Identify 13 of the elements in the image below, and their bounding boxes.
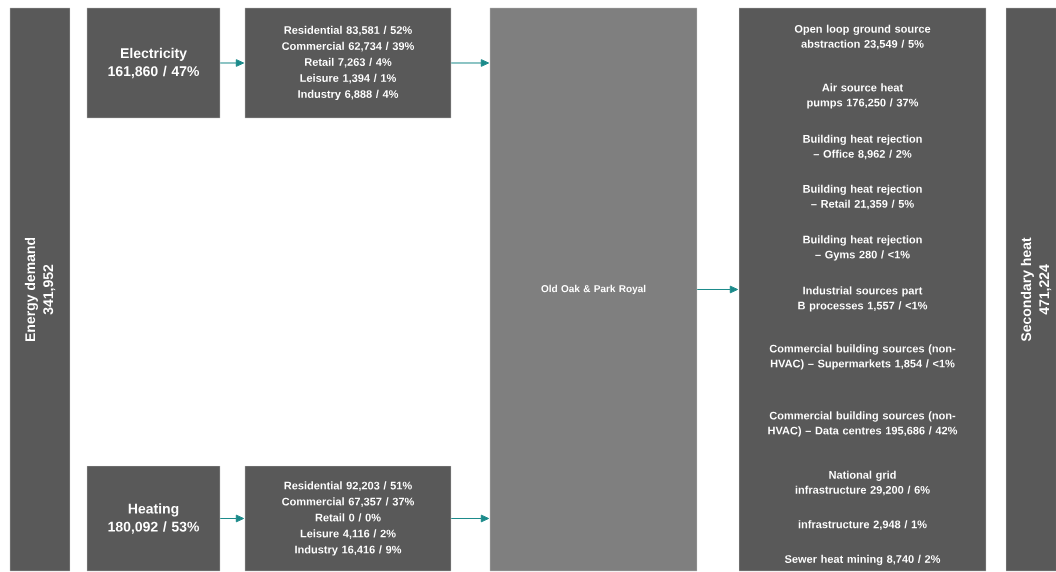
area-box: Old Oak & Park Royal <box>489 7 698 572</box>
vertical-bar: Energy demand 341,952 <box>9 7 71 572</box>
category-box: Heating 180,092 / 53% <box>86 465 221 572</box>
breakdown-box: Residential 83,581 / 52% Commercial 62,734 / 39% Retail 7,263 / 4% Leisure 1,394 / 1% Industry 6,888 / 4% <box>244 7 452 119</box>
source-list-box: Open loop ground source abstraction 23,549 / 5% Air source heat pumps 176,250 / 37% Building heat rejection – Office 8,962 / 2% Building heat rejection – Retail 21,359 / 5% Building heat rejection – Gyms 280 / <1% Industrial sources part B processes 1,557 / <1% Commercial building sources (non-HVAC) – Supermarkets 1,854 / <1% Commercial building sources (non-HVAC) – Data centres 195,686 / 42% National grid infrastructure 29,200 / 6% infrastructure 2,948 / 1% Sewer heat mining 8,740 / 2% <box>738 7 987 572</box>
arrow <box>696 285 739 294</box>
arrow <box>450 514 490 523</box>
category-box: Electricity 161,860 / 47% <box>86 7 221 119</box>
arrow <box>219 59 245 67</box>
arrow <box>450 59 490 67</box>
vertical-bar: Secondary heat 471,224 <box>1005 7 1056 572</box>
breakdown-box: Residential 92,203 / 51% Commercial 67,357 / 37% Retail 0 / 0% Leisure 4,116 / 2% Industry 16,416 / 9% <box>244 465 452 572</box>
arrow <box>219 514 245 523</box>
